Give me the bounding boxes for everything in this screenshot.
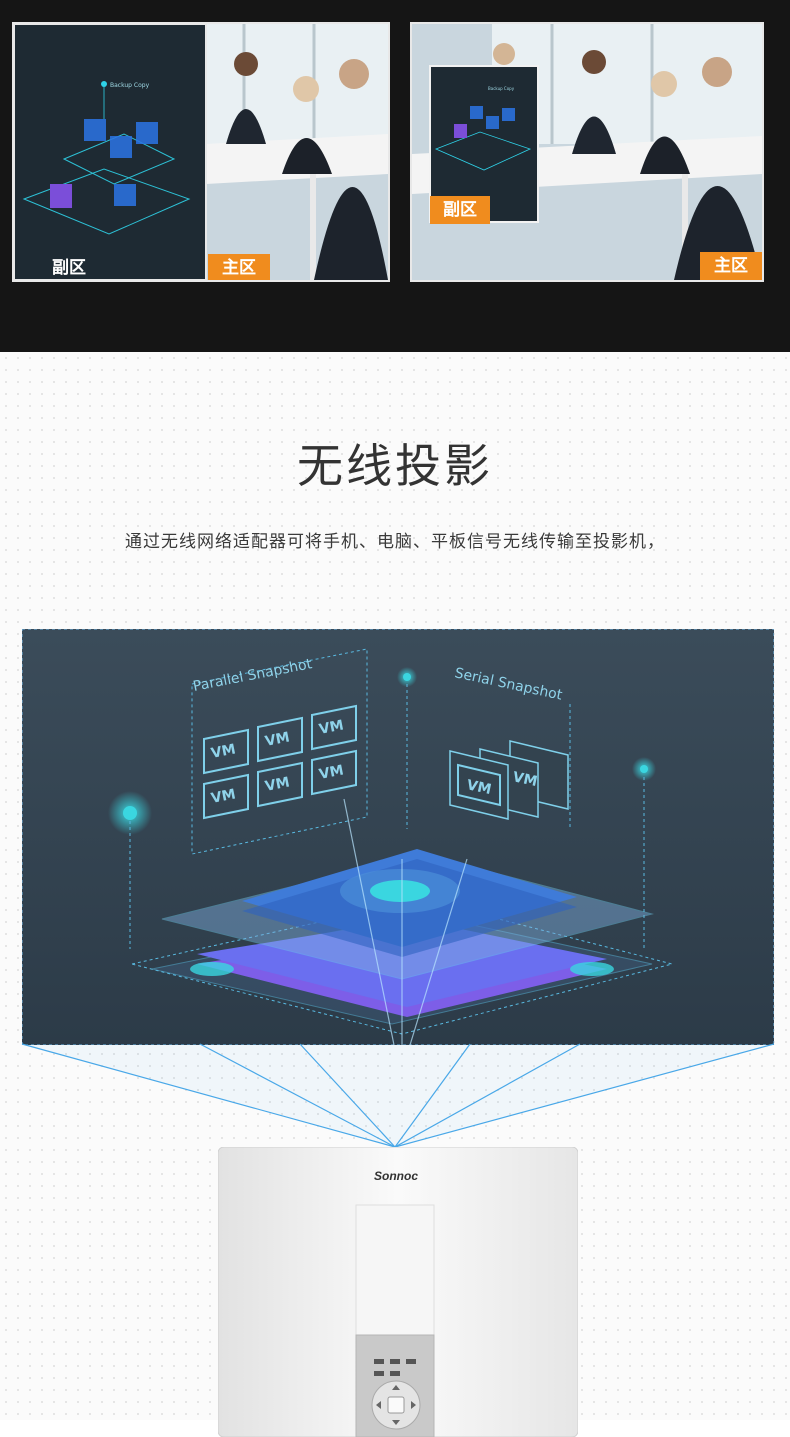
projector-device: Sonnoc [218,1147,578,1437]
projection-beams [21,1043,775,1148]
section-title: 无线投影 [297,439,493,493]
vm-text: VM [318,762,345,782]
sub-area-label: 副区 [430,196,490,224]
vm-text: VM [465,777,493,798]
brand-logo: Sonnoc [374,1169,418,1183]
vm-text: VM [264,729,291,749]
main-area-label: 主区 [700,252,762,280]
split-screen-image-right: Backup Copy 副区 主区 [410,22,764,282]
backup-copy-text-small: Backup Copy [488,86,515,91]
main-area-label: 主区 [208,254,270,280]
vm-text: VM [210,786,237,806]
section-subtitle: 通过无线网络适配器可将手机、电脑、平板信号无线传输至投影机， [125,532,665,552]
vm-group-parallel [203,704,357,820]
vm-text: VM [318,717,345,737]
backup-copy-text: Backup Copy [110,82,150,89]
projected-screen: Parallel Snapshot VM VM VM VM VM VM Seri… [22,629,774,1045]
vm-text: VM [511,769,539,790]
sub-area-label: 副区 [52,258,86,278]
top-panel: Backup Copy 副区 主区 [0,0,790,352]
wireless-projection-section: 无线投影 通过无线网络适配器可将手机、电脑、平板信号无线传输至投影机， Para… [0,352,790,1437]
vm-text: VM [264,774,291,794]
split-screen-image-left: Backup Copy 副区 主区 [12,22,390,282]
vm-text: VM [210,741,237,761]
